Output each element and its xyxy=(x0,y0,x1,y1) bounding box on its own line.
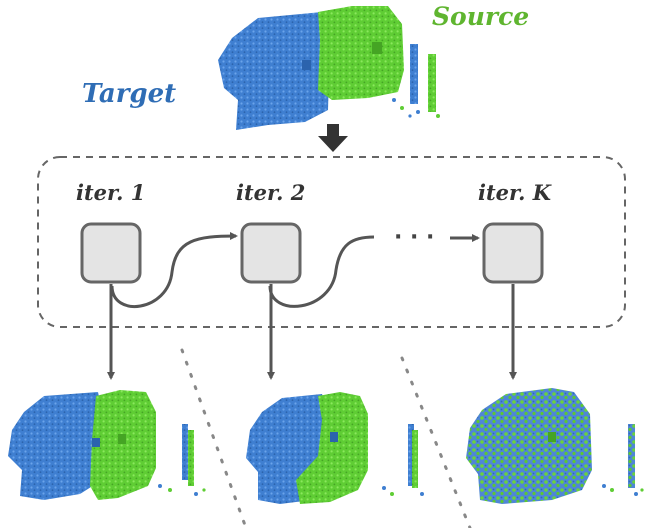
result-2-point-cloud xyxy=(246,392,424,504)
result-1-point-cloud xyxy=(8,390,206,500)
iter-1-label: iter. 1 xyxy=(76,180,145,205)
iter-2-box xyxy=(240,222,302,284)
iter-k-label: iter. K xyxy=(478,180,552,205)
source-label: Source xyxy=(432,2,529,31)
input-point-cloud xyxy=(218,6,440,130)
result-k-point-cloud xyxy=(466,388,644,504)
target-cloud xyxy=(218,12,330,130)
iteration-frame xyxy=(37,156,626,328)
separator-2 xyxy=(400,356,472,528)
iter-k-box xyxy=(482,222,544,284)
connector-1-2 xyxy=(110,232,238,308)
separator-1 xyxy=(180,348,248,528)
down-arrow-icon xyxy=(318,124,348,152)
connector-2-next xyxy=(268,235,375,308)
iter-1-box xyxy=(80,222,142,284)
target-pole xyxy=(410,44,418,104)
source-cloud xyxy=(318,6,404,100)
iter-2-label: iter. 2 xyxy=(236,180,305,205)
target-label: Target xyxy=(82,79,176,109)
ellipsis: · · · xyxy=(394,225,434,250)
source-pole xyxy=(428,54,436,112)
